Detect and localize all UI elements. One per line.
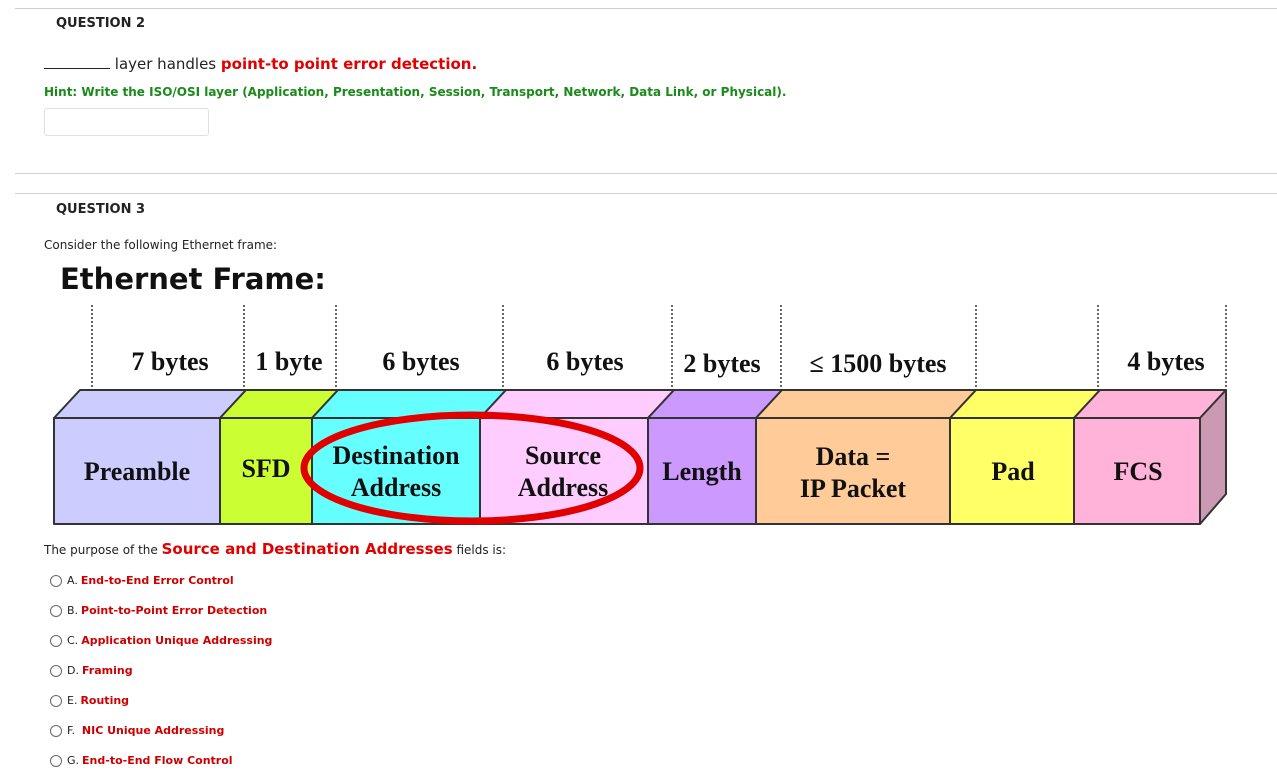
question-2-divider bbox=[15, 173, 1277, 174]
size-label-source: 6 bytes bbox=[546, 347, 623, 376]
destination-top bbox=[311, 389, 507, 419]
sfd-field bbox=[219, 417, 313, 525]
preamble-label: Preamble bbox=[84, 457, 190, 486]
fill-in-blank bbox=[44, 54, 110, 69]
size-label-data: ≤ 1500 bytes bbox=[809, 349, 946, 378]
length-label: Length bbox=[662, 457, 742, 486]
data-top bbox=[755, 389, 977, 419]
sfd-top bbox=[219, 389, 339, 419]
radio-button[interactable] bbox=[50, 574, 62, 587]
option-text: Point-to-Point Error Detection bbox=[81, 604, 268, 617]
question-2-text-mid: layer handles bbox=[114, 55, 217, 73]
size-label-fcs: 4 bytes bbox=[1127, 347, 1204, 376]
question-2-label: QUESTION 2 bbox=[56, 16, 146, 31]
pad-label: Pad bbox=[991, 457, 1035, 486]
option-letter: B. bbox=[67, 604, 79, 617]
option-letter: G. bbox=[67, 754, 80, 767]
option-b[interactable]: B. Point-to-Point Error Detection bbox=[50, 604, 267, 617]
fcs-field bbox=[1073, 417, 1201, 525]
source-label-1: Source bbox=[525, 441, 601, 470]
top-divider bbox=[15, 8, 1277, 9]
option-a[interactable]: A. End-to-End Error Control bbox=[50, 574, 234, 587]
source-top bbox=[479, 389, 675, 419]
option-g[interactable]: G. End-to-End Flow Control bbox=[50, 754, 233, 767]
option-letter: F. bbox=[67, 724, 76, 737]
ethernet-frame-title: Ethernet Frame: bbox=[60, 262, 326, 296]
option-letter: E. bbox=[67, 694, 78, 707]
radio-button[interactable] bbox=[50, 724, 62, 737]
radio-button[interactable] bbox=[50, 694, 62, 707]
radio-button[interactable] bbox=[50, 604, 62, 617]
radio-button[interactable] bbox=[50, 754, 62, 767]
question-3-intro: Consider the following Ethernet frame: bbox=[44, 238, 278, 252]
option-e[interactable]: E. Routing bbox=[50, 694, 129, 707]
pad-field bbox=[949, 417, 1075, 525]
option-letter: D. bbox=[67, 664, 79, 677]
option-f[interactable]: F. NIC Unique Addressing bbox=[50, 724, 224, 737]
option-text: End-to-End Flow Control bbox=[82, 754, 233, 767]
option-d[interactable]: D. Framing bbox=[50, 664, 133, 677]
preamble-field bbox=[53, 417, 221, 525]
option-text: NIC Unique Addressing bbox=[78, 724, 225, 737]
data-field bbox=[755, 417, 951, 525]
option-text: Framing bbox=[81, 664, 133, 677]
option-text: Application Unique Addressing bbox=[81, 634, 273, 647]
source-label-2: Address bbox=[518, 473, 609, 502]
destination-field bbox=[311, 417, 481, 525]
fcs-top bbox=[1073, 389, 1227, 419]
address-highlight-circle bbox=[300, 411, 644, 525]
question-3-divider bbox=[15, 193, 1277, 194]
option-text: Routing bbox=[80, 694, 130, 707]
radio-button[interactable] bbox=[50, 634, 62, 647]
pad-top bbox=[949, 389, 1101, 419]
option-letter: C. bbox=[67, 634, 79, 647]
option-text: End-to-End Error Control bbox=[80, 574, 234, 587]
size-label-length: 2 bytes bbox=[683, 349, 760, 378]
destination-label-1: Destination bbox=[332, 441, 460, 470]
fcs-label: FCS bbox=[1113, 457, 1162, 486]
purpose-text-highlight: Source and Destination Addresses bbox=[161, 540, 453, 558]
question-2-text: layer handles point-to point error detec… bbox=[44, 54, 477, 73]
question-2-text-highlight: point-to point error detection. bbox=[220, 55, 478, 73]
length-field bbox=[647, 417, 757, 525]
preamble-top bbox=[53, 389, 247, 419]
separator-lines bbox=[91, 305, 1227, 390]
size-label-destination: 6 bytes bbox=[382, 347, 459, 376]
sfd-label: SFD bbox=[241, 454, 290, 483]
fcs-side bbox=[1199, 389, 1227, 525]
question-3-label: QUESTION 3 bbox=[56, 202, 146, 217]
data-label-1: Data = bbox=[816, 442, 891, 471]
question-3-prompt: The purpose of the Source and Destinatio… bbox=[44, 540, 506, 558]
size-label-preamble: 7 bytes bbox=[131, 347, 208, 376]
data-label-2: IP Packet bbox=[800, 474, 906, 503]
question-2-hint: Hint: Write the ISO/OSI layer (Applicati… bbox=[44, 85, 787, 99]
option-c[interactable]: C. Application Unique Addressing bbox=[50, 634, 272, 647]
purpose-text-post: fields is: bbox=[456, 543, 507, 557]
destination-label-2: Address bbox=[351, 473, 442, 502]
question-2-answer-input[interactable] bbox=[44, 108, 209, 136]
length-top bbox=[647, 389, 783, 419]
radio-button[interactable] bbox=[50, 664, 62, 677]
option-letter: A. bbox=[67, 574, 78, 587]
source-field bbox=[479, 417, 649, 525]
size-label-sfd: 1 byte bbox=[255, 347, 322, 376]
purpose-text-pre: The purpose of the bbox=[44, 543, 158, 557]
